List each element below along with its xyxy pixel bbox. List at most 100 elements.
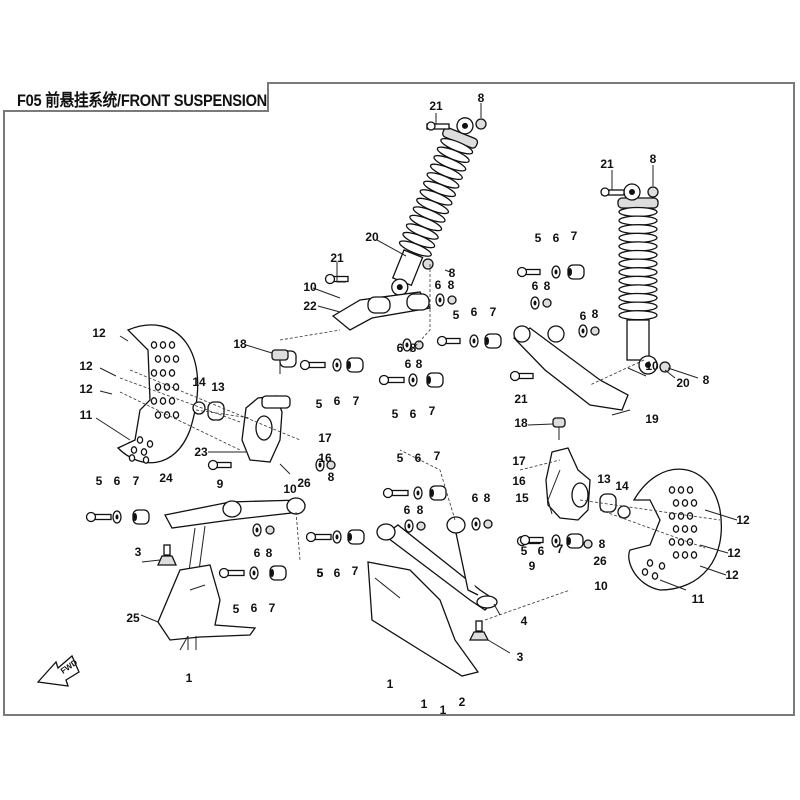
bushing-icon [346, 357, 364, 373]
callout-label: 10 [283, 482, 297, 496]
disc-vent-hole [136, 436, 144, 444]
page-title: F05 前悬挂系统/FRONT SUSPENSION [17, 91, 267, 110]
disc-vent-hole [130, 446, 138, 454]
ball-joint-icon [156, 544, 178, 566]
callout-label: 8 [266, 546, 273, 560]
disc-vent-hole [159, 369, 167, 377]
right-upper-a-arm[interactable] [512, 325, 629, 411]
callout-label: 17 [318, 431, 332, 445]
callout-label: 18 [233, 337, 247, 351]
disc-vent-hole [668, 486, 676, 494]
washer-icon [112, 510, 122, 524]
callout-label: 6 [251, 601, 258, 615]
callout-label: 21 [429, 99, 443, 113]
disc-vent-hole [154, 411, 162, 419]
callout-label: 20 [676, 376, 690, 390]
callout-label: 26 [297, 476, 311, 490]
ball-joint-icon [271, 349, 289, 374]
spring-coil [618, 206, 658, 218]
callout-label: 13 [211, 380, 225, 394]
callout-label: 7 [557, 542, 564, 556]
nut-icon [590, 326, 600, 336]
spring-coil [618, 310, 658, 321]
right-skid-guard[interactable] [367, 561, 480, 677]
callout-label: 5 [96, 474, 103, 488]
callout-label: 7 [269, 601, 276, 615]
right-steering-knuckle[interactable] [545, 447, 591, 521]
spring-coil [618, 215, 658, 226]
callout-label: 1 [440, 703, 447, 717]
washer-icon [252, 523, 262, 537]
callout-label: 21 [514, 392, 528, 406]
disc-vent-hole [641, 568, 649, 576]
callout-label: 8 [416, 357, 423, 371]
callout-label: 14 [615, 479, 629, 493]
bushing-icon [132, 509, 150, 525]
bolt-icon [516, 266, 541, 278]
callout-label: 1 [421, 697, 428, 711]
disc-vent-hole [677, 538, 685, 546]
spring-coil [618, 258, 658, 269]
disc-vent-hole [658, 562, 666, 570]
left-skid-guard[interactable] [157, 564, 257, 641]
disc-vent-hole [651, 572, 659, 580]
right-lower-a-arm[interactable] [376, 516, 498, 611]
callout-label: 4 [521, 614, 528, 628]
bolt-icon [305, 531, 332, 543]
disc-vent-hole [172, 355, 180, 363]
callout-label: 6 [415, 451, 422, 465]
washer-icon [413, 486, 423, 500]
left-brake-disc[interactable] [116, 324, 199, 464]
right-brake-disc[interactable] [628, 468, 722, 591]
left-lower-a-arm[interactable] [164, 497, 306, 601]
callout-label: 6 [580, 309, 587, 323]
bushing-icon [566, 533, 584, 549]
washer-icon [404, 519, 414, 533]
callout-label: 8 [417, 503, 424, 517]
callout-label: 8 [599, 537, 606, 551]
callout-label: 21 [600, 157, 614, 171]
callout-label: 12 [79, 382, 93, 396]
disc-vent-hole [690, 499, 698, 507]
disc-vent-hole [154, 355, 162, 363]
callout-label: 5 [397, 451, 404, 465]
spring-coil [618, 275, 658, 286]
bolt-icon [85, 511, 112, 523]
washer-icon [551, 534, 561, 548]
callout-label: 20 [365, 230, 379, 244]
right-shock-absorber[interactable] [617, 183, 659, 375]
disc-vent-hole [128, 454, 136, 462]
left-shock-absorber[interactable] [380, 112, 485, 302]
callout-label: 3 [517, 650, 524, 664]
disc-vent-hole [681, 525, 689, 533]
washer-icon [402, 338, 412, 352]
callout-label: 5 [392, 407, 399, 421]
disc-vent-hole [163, 355, 171, 363]
washer-icon [315, 458, 325, 472]
left-steering-knuckle[interactable] [241, 395, 291, 463]
callout-label: 8 [650, 152, 657, 166]
disc-vent-hole [672, 499, 680, 507]
bushing-icon [269, 565, 287, 581]
callout-label: 10 [303, 280, 317, 294]
callout-label: 8 [410, 341, 417, 355]
disc-vent-hole [668, 512, 676, 520]
callout-label: 6 [334, 566, 341, 580]
callout-label: 6 [532, 279, 539, 293]
callout-label: 9 [529, 559, 536, 573]
callout-label: 5 [317, 566, 324, 580]
callout-label: 12 [736, 513, 750, 527]
left-upper-a-arm[interactable] [331, 291, 432, 331]
bolt-icon [519, 534, 544, 546]
disc-vent-hole [677, 512, 685, 520]
callout-label: 8 [448, 278, 455, 292]
callout-label: 7 [352, 564, 359, 578]
callout-label: 1 [186, 671, 193, 685]
bolt-icon [207, 459, 232, 471]
callout-label: 11 [692, 592, 705, 606]
disc-vent-hole [681, 551, 689, 559]
callout-label: 17 [512, 454, 526, 468]
disc-vent-hole [168, 397, 176, 405]
diagram-frame [3, 82, 795, 716]
callout-label: 11 [80, 408, 93, 422]
